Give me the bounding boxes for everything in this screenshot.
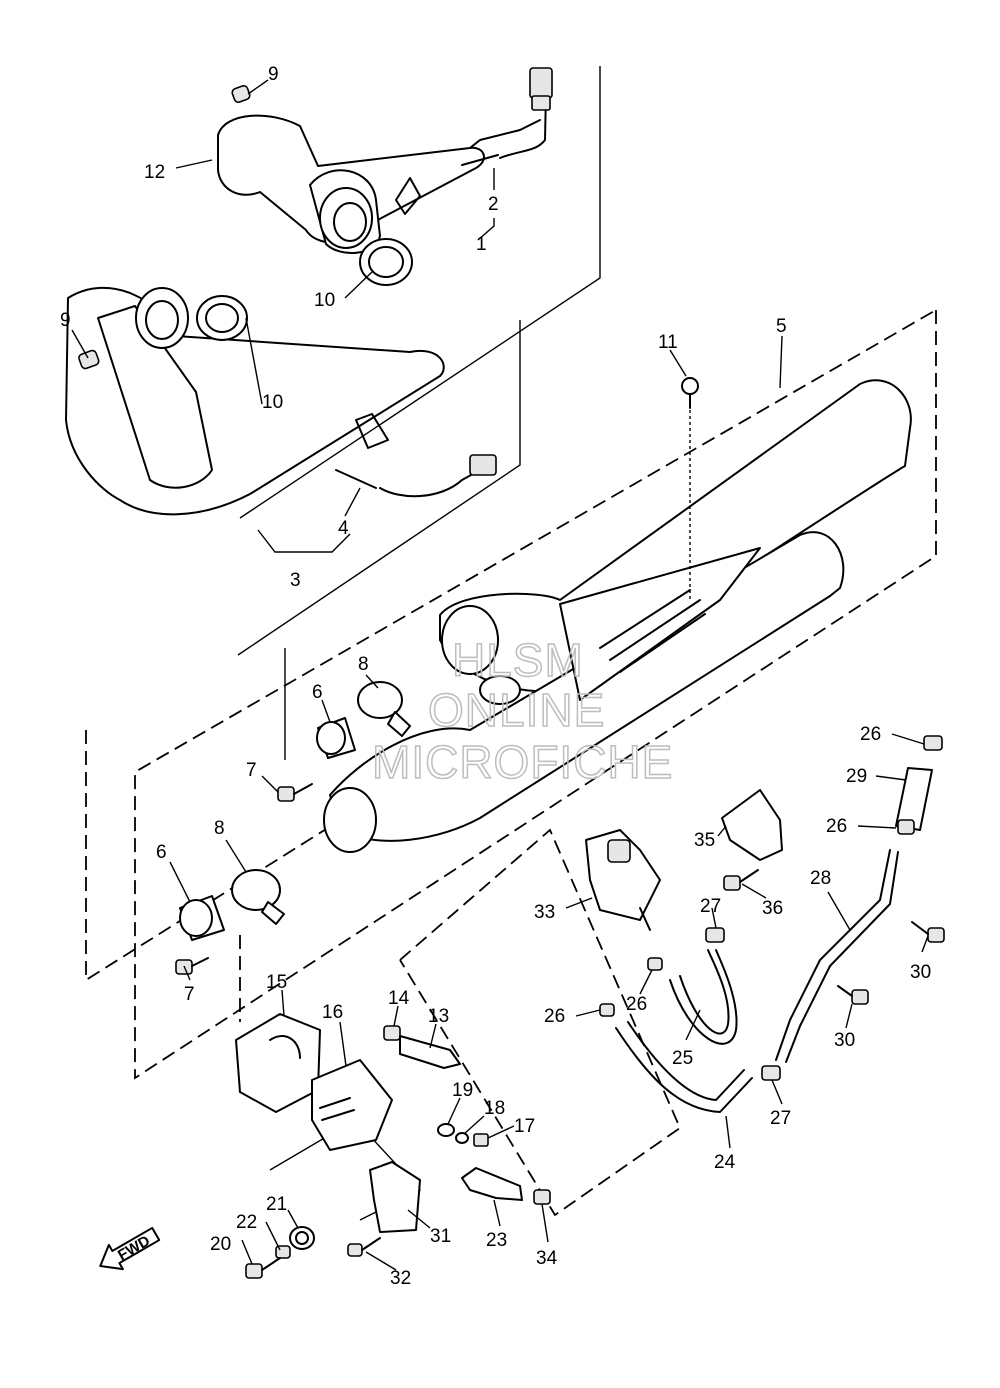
callout-26-right: 26 [826, 816, 847, 837]
callout-20: 20 [210, 1234, 231, 1255]
callout-30-right: 30 [910, 962, 931, 983]
sleeve-6-top [316, 717, 356, 759]
bolt-30-mid [837, 985, 869, 1005]
clamp-8-top [357, 681, 411, 737]
callout-11: 11 [658, 332, 678, 353]
callout-35: 35 [694, 830, 715, 851]
callout-2: 2 [488, 194, 499, 215]
callout-8-bottom: 8 [214, 818, 225, 839]
clip-26-mid-right [647, 957, 663, 971]
exhaust-pipe-1 [217, 114, 541, 255]
callout-19: 19 [452, 1080, 473, 1101]
callout-27-bottom: 27 [770, 1108, 791, 1129]
callout-labels: 9 12 2 1 10 9 10 4 3 11 5 8 6 7 8 6 7 26… [60, 64, 931, 1289]
callout-10-top: 10 [314, 290, 335, 311]
nut-17 [473, 1133, 489, 1147]
callout-26-mid-right: 26 [626, 994, 647, 1015]
callout-3: 3 [290, 570, 301, 591]
exhaust-pipe-3 [65, 286, 445, 516]
hose-29 [895, 767, 933, 831]
leader-lines [71, 79, 929, 1271]
gasket-10-mid [196, 295, 248, 341]
callout-36: 36 [762, 898, 783, 919]
callout-7-top: 7 [246, 760, 257, 781]
hose-23 [461, 1167, 523, 1201]
callout-33: 33 [534, 902, 555, 923]
clip-14 [383, 1025, 401, 1041]
callout-4: 4 [338, 518, 349, 539]
clip-26-right [897, 819, 915, 835]
clip-26-top [923, 735, 943, 751]
callout-6-top: 6 [312, 682, 323, 703]
callout-8-top: 8 [358, 654, 369, 675]
callout-27-top: 27 [700, 896, 721, 917]
callout-28: 28 [810, 868, 831, 889]
callout-18: 18 [484, 1098, 505, 1119]
washer-19 [437, 1123, 455, 1137]
screw-11 [681, 377, 699, 602]
callout-12: 12 [144, 162, 165, 183]
callout-10-mid: 10 [262, 392, 283, 413]
watermark-line-1: HLSM [452, 634, 584, 686]
callout-23: 23 [486, 1230, 507, 1251]
o2-sensor-2 [461, 67, 553, 166]
callout-13: 13 [428, 1006, 449, 1027]
bracket-35 [721, 789, 783, 861]
reed-valve-16 [311, 1059, 393, 1151]
callout-26-top: 26 [860, 724, 881, 745]
callout-21: 21 [266, 1194, 287, 1215]
grommet-21 [289, 1226, 315, 1250]
sleeve-6-bottom [179, 895, 225, 941]
callout-34: 34 [536, 1248, 558, 1269]
callout-14: 14 [388, 988, 410, 1009]
callout-22: 22 [236, 1212, 257, 1233]
bolt-36 [723, 869, 759, 891]
callout-30-mid: 30 [834, 1030, 855, 1051]
watermark: HLSM ONLINE MICROFICHE [371, 633, 673, 789]
callout-6-bottom: 6 [156, 842, 167, 863]
callout-29: 29 [846, 766, 867, 787]
watermark-line-3: MICROFICHE [372, 736, 673, 788]
callout-24: 24 [714, 1152, 736, 1173]
callout-17: 17 [514, 1116, 535, 1137]
clip-34 [533, 1189, 551, 1205]
cap-9-mid [78, 349, 100, 370]
bolt-7-top [277, 783, 313, 802]
bolt-7-bottom [175, 957, 209, 975]
callout-26-mid-left: 26 [544, 1006, 565, 1027]
callout-32: 32 [390, 1268, 411, 1289]
hose-25 [669, 949, 738, 1045]
collar-22 [275, 1245, 291, 1259]
callout-25: 25 [672, 1048, 693, 1069]
o2-sensor-4 [335, 454, 497, 498]
clamp-8-bottom [231, 869, 285, 925]
cover-15 [235, 1013, 321, 1113]
watermark-line-2: ONLINE [428, 684, 605, 736]
gasket-10-top [359, 238, 413, 286]
clip-27-top [705, 927, 725, 943]
muffler-assembly-5 [323, 379, 912, 853]
callout-5: 5 [776, 316, 787, 337]
callout-9-mid: 9 [60, 310, 71, 331]
pipe-28 [775, 849, 899, 1063]
valve-33 [585, 829, 661, 931]
callout-7-bottom: 7 [184, 984, 195, 1005]
bolt-32 [347, 1237, 381, 1257]
bolt-20 [245, 1257, 281, 1279]
bracket-31 [369, 1161, 421, 1233]
fwd-arrow-icon: FWD [99, 1226, 161, 1271]
callout-15: 15 [266, 972, 287, 993]
hose-13 [399, 1035, 461, 1069]
clip-26-mid-left [599, 1003, 615, 1017]
clip-27-bottom [761, 1065, 781, 1081]
bolt-30-right [911, 921, 945, 943]
callout-16: 16 [322, 1002, 343, 1023]
washer-18 [455, 1132, 469, 1144]
cap-9-top [231, 85, 251, 103]
callout-31: 31 [430, 1226, 451, 1247]
callout-1: 1 [476, 234, 487, 255]
callout-9-top: 9 [268, 64, 279, 85]
hose-24 [615, 1021, 753, 1113]
